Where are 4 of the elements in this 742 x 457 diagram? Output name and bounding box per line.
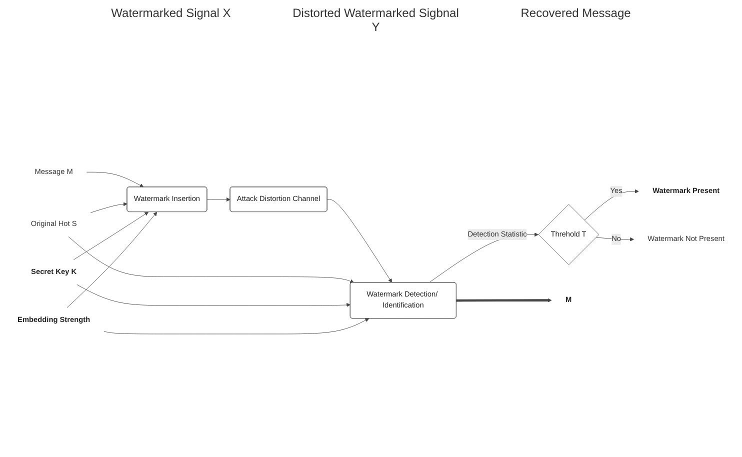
signal-label: Recovered Message [520,6,631,22]
signal-label: Watermarked Signal X [111,6,231,22]
signal-label: Distorted Watermarked Sigbnal Y [292,6,460,34]
arrow [456,298,552,302]
